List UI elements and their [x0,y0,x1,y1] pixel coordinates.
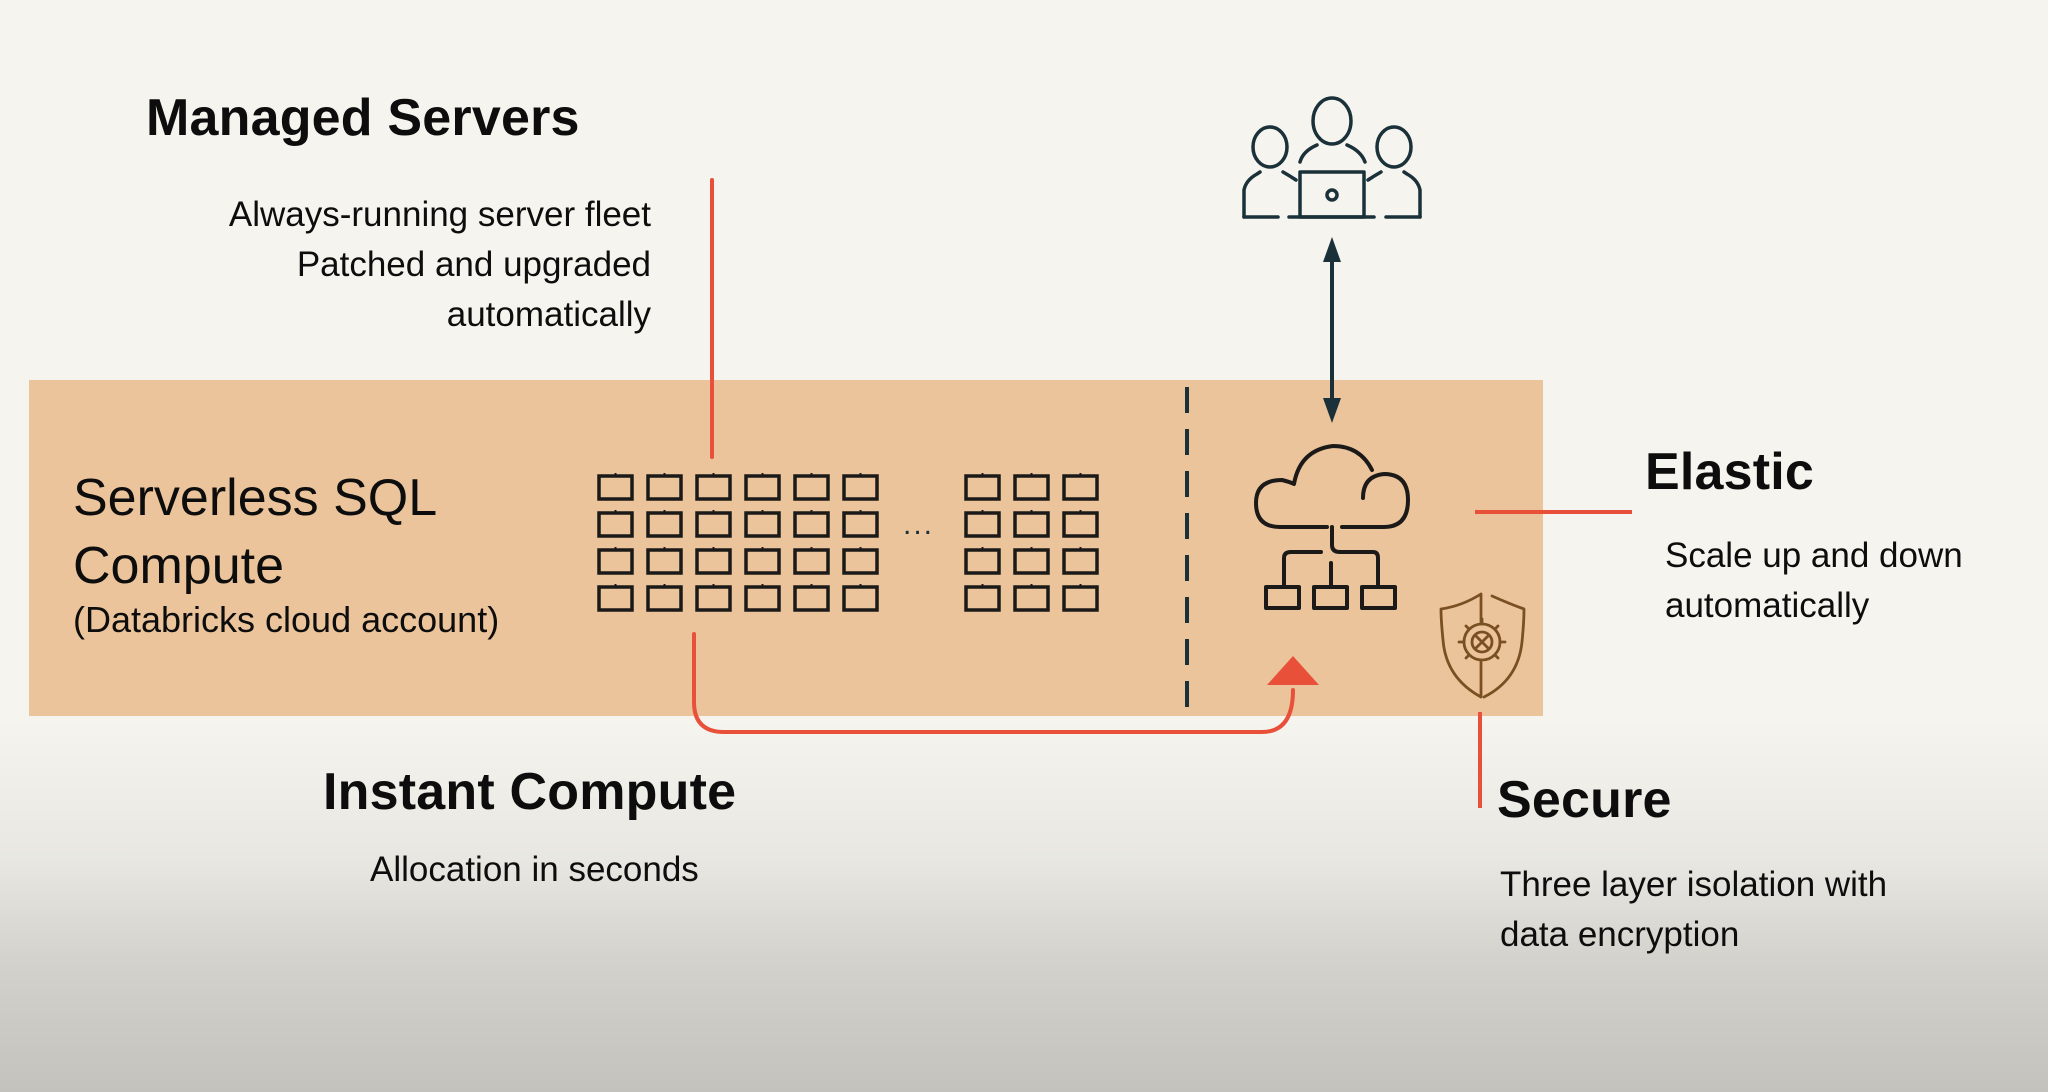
secure-heading: Secure [1497,771,1672,829]
elastic-heading: Elastic [1645,443,1815,501]
elastic-line: automatically [1665,586,1870,625]
instant-compute-heading: Instant Compute [323,763,737,821]
elastic-description: Scale up and down automatically [1665,531,1963,631]
instant-compute-description: Allocation in seconds [370,845,699,895]
compute-box-title-line: Compute [73,537,284,595]
managed-servers-line: Patched and upgraded [296,245,651,284]
server-grid-ellipsis: ... [903,508,935,541]
managed-servers-heading: Managed Servers [146,89,580,147]
compute-box-title: Serverless SQL Compute [73,464,437,600]
managed-servers-line: Always-running server fleet [228,195,651,234]
compute-box-title-line: Serverless SQL [73,469,438,527]
secure-line: Three layer isolation with [1500,865,1888,904]
secure-line: data encryption [1500,915,1740,954]
elastic-line: Scale up and down [1665,536,1963,575]
instant-compute-line: Allocation in seconds [370,850,699,889]
secure-description: Three layer isolation with data encrypti… [1500,860,1887,960]
managed-servers-line: automatically [446,295,651,334]
users-with-laptop-icon [1242,96,1422,219]
compute-box-subtitle: (Databricks cloud account) [73,599,500,640]
managed-servers-description: Always-running server fleet Patched and … [229,190,651,340]
